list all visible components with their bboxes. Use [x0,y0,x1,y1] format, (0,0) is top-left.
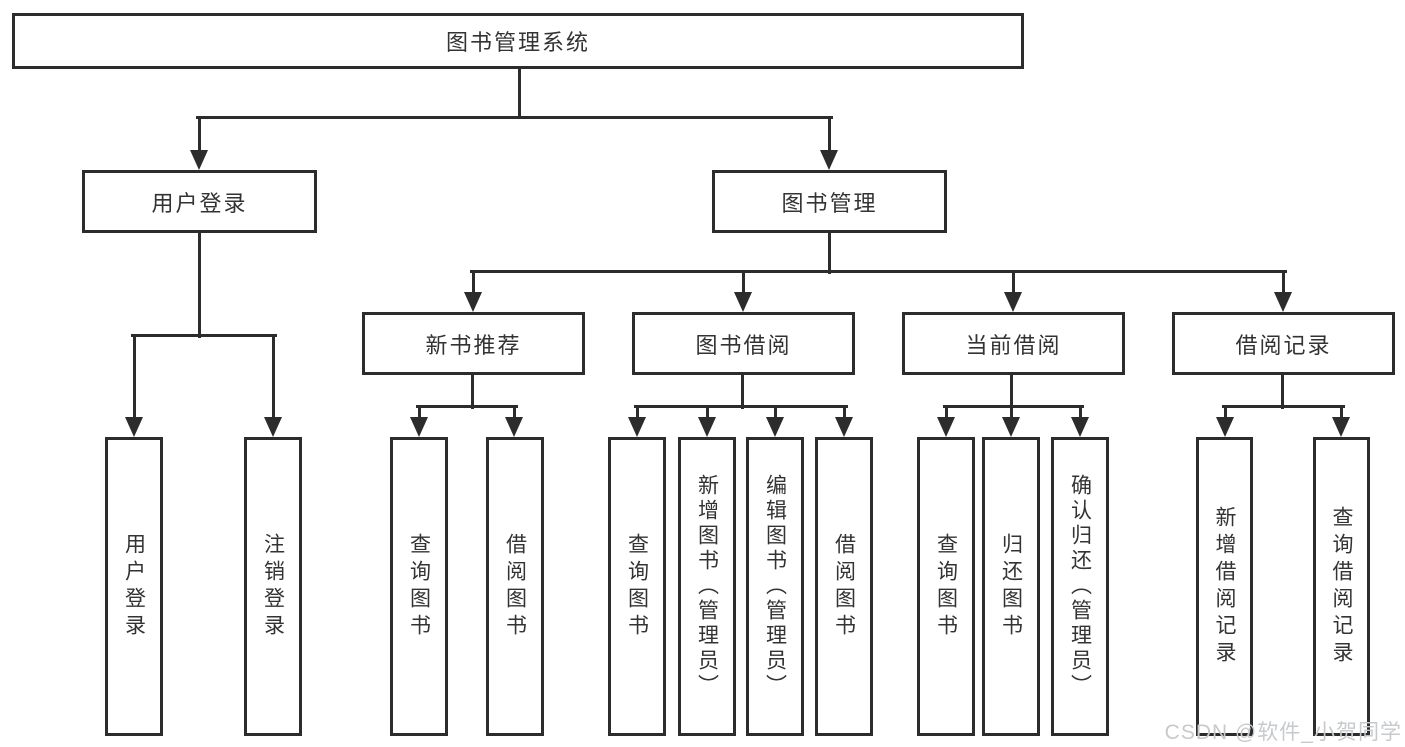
connector-arrow-stem [773,406,777,423]
arrow-down-icon [820,150,838,170]
connector-arrow-stem [635,406,639,423]
leaf-bb-query-books: 查询图书 [608,437,666,736]
connector-arrow-stem [271,335,275,423]
arrow-down-icon [410,417,428,437]
leaf-label: 新增图书（管理员） [695,474,719,699]
connector-arrow-stem [512,406,516,423]
connector-arrow-stem [1078,406,1082,423]
leaf-label: 查询图书 [934,532,958,641]
leaf-bb-add-books-admin: 新增图书（管理员） [678,437,736,736]
arrow-down-icon [937,417,955,437]
connector-arrow-stem [1011,271,1015,298]
watermark-csdn: CSDN @软件_小贺同学 [1164,721,1402,744]
arrow-down-icon [628,417,646,437]
leaf-label: 查询借阅记录 [1330,505,1353,668]
arrow-down-icon [125,417,143,437]
connector-rail [942,404,1084,408]
leaf-nbr-query-books: 查询图书 [390,437,448,736]
node-label: 借阅记录 [1235,332,1332,358]
arrow-down-icon [464,292,482,312]
leaf-user-login: 用户登录 [105,437,163,736]
leaf-cb-return-books: 归还图书 [982,437,1040,736]
connector-arrow-stem [197,117,201,156]
node-library-management-system: 图书管理系统 [12,13,1024,69]
connector-arrow-stem [944,406,948,423]
node-label: 用户登录 [151,190,248,216]
connector-rail [195,115,833,119]
connector-arrow-stem [842,406,846,423]
connector-rail [415,404,518,408]
node-current-borrowing: 当前借阅 [902,312,1125,375]
leaf-label: 借阅图书 [503,532,527,641]
node-label: 当前借阅 [965,332,1062,358]
arrow-down-icon [1002,417,1020,437]
connector-arrow-stem [827,117,831,156]
connector-rail [633,404,848,408]
leaf-label: 确认归还（管理员） [1068,474,1092,699]
leaf-label: 归还图书 [999,532,1023,641]
arrow-down-icon [835,417,853,437]
arrow-down-icon [264,417,282,437]
node-book-management: 图书管理 [712,170,947,233]
connector-arrow-stem [471,271,475,298]
arrow-down-icon [734,292,752,312]
connector-arrow-stem [417,406,421,423]
connector-rail [130,333,277,337]
leaf-label: 借阅图书 [832,532,856,641]
arrow-down-icon [1216,417,1234,437]
leaf-cb-query-books: 查询图书 [917,437,975,736]
leaf-label: 新增借阅记录 [1213,505,1236,668]
connector-arrow-stem [1009,406,1013,423]
arrow-down-icon [1274,292,1292,312]
leaf-bb-borrow-books: 借阅图书 [815,437,873,736]
connector-stem [1280,375,1284,409]
connector-stem [740,375,744,409]
node-label: 图书管理 [781,190,878,216]
arrow-down-icon [505,417,523,437]
leaf-cb-confirm-return-admin: 确认归还（管理员） [1051,437,1109,736]
node-book-borrowing: 图书借阅 [632,312,855,375]
node-borrowing-records: 借阅记录 [1172,312,1395,375]
leaf-label: 用户登录 [122,532,146,641]
leaf-logout: 注销登录 [244,437,302,736]
connector-arrow-stem [1223,406,1227,423]
node-user-login: 用户登录 [82,170,317,233]
node-label: 图书借阅 [695,332,792,358]
connector-arrow-stem [132,335,136,423]
arrow-down-icon [1004,292,1022,312]
connector-rail [1221,404,1345,408]
leaf-nbr-borrow-books: 借阅图书 [486,437,544,736]
connector-arrow-stem [741,271,745,298]
arrow-down-icon [1332,417,1350,437]
connector-stem [1009,375,1013,409]
leaf-label: 查询图书 [407,532,431,641]
node-label: 新书推荐 [425,332,522,358]
arrow-down-icon [698,417,716,437]
arrow-down-icon [766,417,784,437]
connector-arrow-stem [1281,271,1285,298]
node-label: 图书管理系统 [445,30,590,55]
arrow-down-icon [190,150,208,170]
leaf-label: 注销登录 [261,532,285,641]
leaf-br-query-borrow-record: 查询借阅记录 [1313,437,1370,736]
connector-arrow-stem [1339,406,1343,423]
node-new-book-recommendation: 新书推荐 [362,312,585,375]
connector-rail [469,269,1287,273]
connector-stem [197,233,201,338]
leaf-br-add-borrow-record: 新增借阅记录 [1196,437,1253,736]
connector-stem [517,69,521,119]
leaf-label: 编辑图书（管理员） [763,474,787,699]
connector-stem [470,375,474,409]
leaf-bb-edit-books-admin: 编辑图书（管理员） [746,437,804,736]
connector-stem [827,233,831,274]
leaf-label: 查询图书 [625,532,649,641]
arrow-down-icon [1071,417,1089,437]
connector-arrow-stem [705,406,709,423]
